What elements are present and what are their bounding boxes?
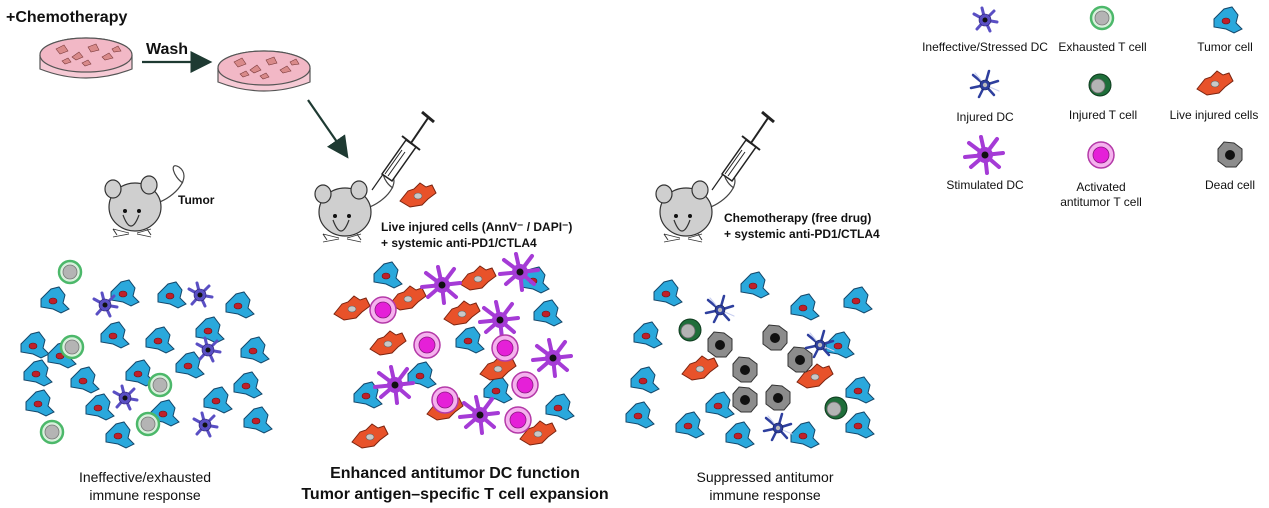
injection-arrow <box>307 99 349 159</box>
legend-label-injured-dc: Injured DC <box>956 110 1014 124</box>
legend-label-activated-t-line2: antitumor T cell <box>1060 195 1142 209</box>
live-cells-label-line2: + systemic anti-PD1/CTLA4 <box>381 236 537 250</box>
legend-label-tumor-cell: Tumor cell <box>1197 40 1253 54</box>
wash-label: Wash <box>146 41 189 58</box>
exhausted-t-cell-icon <box>1089 5 1115 31</box>
tumor-caption-line2: immune response <box>89 487 201 503</box>
legend-label-dead-cell: Dead cell <box>1204 178 1256 192</box>
dead-cell-icon <box>1217 141 1243 168</box>
tumor-cell-icon <box>1213 6 1243 34</box>
free-drug-label-line1: Chemotherapy (free drug) <box>724 211 872 225</box>
injured-t-cell-icon <box>1088 73 1112 97</box>
legend-label-stimulated-dc: Stimulated DC <box>946 178 1024 192</box>
tumor-mouse-label: Tumor <box>178 193 215 207</box>
free-drug-caption-line1: Suppressed antitumor <box>696 469 834 485</box>
injected-live-cell-icon <box>399 182 437 208</box>
legend-label-activated-t-line1: Activated <box>1076 180 1126 194</box>
live-cells-label-line1: Live injured cells (AnnV⁻ / DAPI⁻) <box>381 220 573 234</box>
free-drug-cluster <box>625 271 875 449</box>
legend-label-injured-t-cell: Injured T cell <box>1068 108 1138 122</box>
tumor-mouse-icon <box>104 165 185 238</box>
legend-label-stressed-dc: Ineffective/Stressed DC <box>922 40 1048 54</box>
stressed-dc-icon <box>972 6 999 33</box>
legend-label-exhausted-t-cell: Exhausted T cell <box>1058 40 1147 54</box>
live-cells-caption-line2: Tumor antigen–specific T cell expansion <box>301 486 609 503</box>
legend-label-live-injured: Live injured cells <box>1169 108 1259 122</box>
live-injured-cell-icon <box>1196 70 1234 96</box>
chemotherapy-label: +Chemotherapy <box>6 9 128 26</box>
tumor-caption-line1: Ineffective/exhausted <box>78 469 212 485</box>
free-drug-label-line2: + systemic anti-PD1/CTLA4 <box>724 227 880 241</box>
live-cells-caption-line1: Enhanced antitumor DC function <box>330 465 580 482</box>
free-drug-caption-line2: immune response <box>709 487 821 503</box>
syringe-icon <box>710 110 776 192</box>
syringe-icon <box>370 110 436 192</box>
live-injured-cluster <box>333 252 575 449</box>
injured-dc-icon <box>969 69 1001 99</box>
activated-t-cell-icon <box>1087 141 1115 169</box>
culture-dish-icon <box>39 37 133 79</box>
tumor-cluster <box>20 259 273 449</box>
stimulated-dc-icon <box>963 135 1005 175</box>
washed-dish-icon <box>217 50 311 92</box>
